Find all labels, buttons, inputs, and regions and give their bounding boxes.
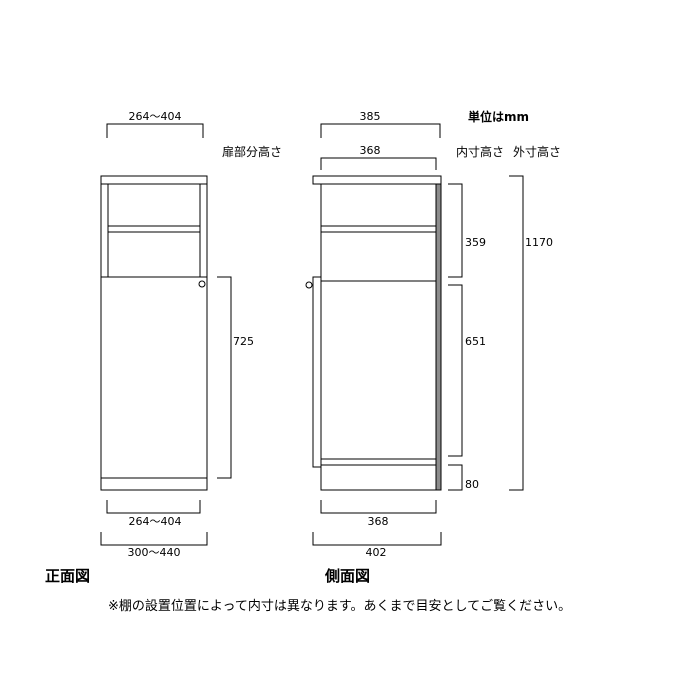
side-view: 単位はmm 385 368 内寸高さ 外寸高さ 359 651 80 1170 … [305,109,561,585]
front-door-height-label: 扉部分高さ [222,144,282,159]
front-door-height-text: 725 [233,335,254,348]
side-outer-depth-text: 402 [366,546,387,559]
front-shelf [107,225,201,233]
side-outer-depth-bracket [312,532,442,546]
front-plinth [100,477,208,491]
unit-label: 単位はmm [468,109,529,124]
side-plinth-height-bracket [448,464,463,491]
front-inner-width-text: 264〜404 [129,515,182,528]
front-view: 264〜404 扉部分高さ 725 264〜404 300〜440 正面図 [45,110,282,585]
side-body [320,183,437,491]
front-inner-width-bracket [106,500,201,514]
front-top-panel [100,175,208,185]
side-view-title: 側面図 [324,567,370,585]
side-inner-depth-bottom-bracket [320,500,437,514]
side-lower-height-text: 651 [465,335,486,348]
side-inner-depth-top-text: 368 [360,144,381,157]
front-door-knob [198,280,206,288]
side-top-panel [312,175,442,185]
front-door-height-bracket [217,276,232,479]
front-top-width-bracket [106,123,204,138]
side-outer-height-label: 外寸高さ [513,144,561,159]
front-outer-width-bracket [100,532,208,546]
side-back-panel [435,183,442,491]
side-inner-depth-bottom-text: 368 [368,515,389,528]
front-door [100,276,208,479]
side-shelf [320,225,437,233]
side-bottom-shelf [320,458,437,466]
side-upper-height-bracket [448,183,463,278]
front-view-title: 正面図 [45,567,90,585]
side-door-knob [305,281,313,289]
side-lower-height-bracket [448,284,463,457]
side-top-depth-text: 385 [360,110,381,123]
side-outer-height-text: 1170 [525,236,553,249]
side-inner-height-label: 内寸高さ [456,144,504,159]
side-plinth-height-text: 80 [465,478,479,491]
side-top-depth-bracket [320,123,441,138]
side-inner-depth-top-bracket [320,157,437,170]
front-outer-width-text: 300〜440 [128,546,181,559]
front-top-width-text: 264〜404 [129,110,182,123]
footnote: ※棚の設置位置によって内寸は異なります。あくまで目安としてご覧ください。 [108,598,571,614]
side-upper-height-text: 359 [465,236,486,249]
side-door [312,276,322,468]
side-outer-height-bracket [509,175,524,491]
